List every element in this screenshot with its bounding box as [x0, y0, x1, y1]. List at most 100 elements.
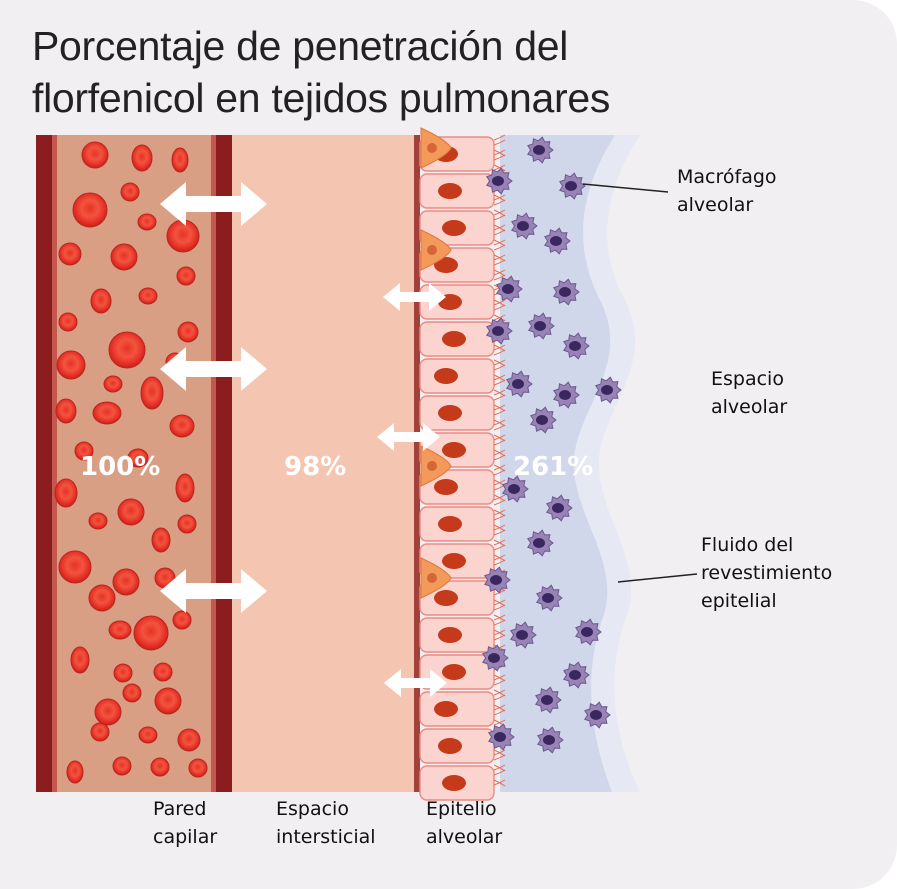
red-blood-cell — [172, 610, 192, 630]
macrophage-nucleus — [550, 236, 562, 246]
macrophage-nucleus — [569, 341, 581, 351]
capillary-wall-label: Pared capilar — [153, 795, 217, 851]
capillary-wall-right-inner — [211, 135, 216, 792]
red-blood-cell — [153, 662, 173, 682]
epithelial-nucleus — [438, 516, 462, 532]
interstitial-space-label-line-1: Espacio — [276, 798, 349, 820]
red-blood-cell — [58, 550, 92, 584]
red-blood-cell — [72, 192, 108, 228]
macrophage-nucleus — [492, 326, 504, 336]
epithelial-nucleus — [442, 442, 466, 458]
macrophage-nucleus — [565, 181, 577, 191]
macrophage-nucleus — [512, 379, 524, 389]
epithelial-nucleus — [438, 738, 462, 754]
diffusion-arrow — [377, 423, 440, 451]
macrophage-nucleus — [494, 732, 506, 742]
type-2-nucleus — [427, 143, 437, 153]
red-blood-cell — [66, 760, 84, 784]
fluid-leader-line — [617, 573, 698, 583]
red-blood-cell — [110, 243, 138, 271]
capillary-wall-label-line-1: Pared — [153, 798, 207, 820]
title-line-1: Porcentaje de penetración del — [32, 23, 569, 69]
red-blood-cell — [108, 620, 132, 640]
diffusion-arrow — [383, 283, 446, 311]
alveolar-macrophages — [482, 136, 622, 754]
red-blood-cell — [90, 288, 112, 314]
alveolar-epithelium-label-line-2: alveolar — [426, 826, 503, 848]
red-blood-cell — [74, 441, 94, 461]
epithelial-nucleus — [434, 368, 458, 384]
red-blood-cell — [108, 331, 146, 369]
macrophage-nucleus — [559, 287, 571, 297]
red-blood-cell — [58, 242, 82, 266]
capillary-percentage: 100% — [80, 452, 161, 482]
red-blood-cell — [175, 473, 195, 503]
macrophage-nucleus — [490, 575, 502, 585]
type-2-nucleus — [427, 573, 437, 583]
epithelial-nucleus — [434, 701, 458, 717]
red-blood-cell — [177, 514, 197, 534]
macrophage-nucleus — [492, 176, 504, 186]
red-blood-cell — [127, 448, 149, 468]
alveolar-epithelium — [419, 127, 495, 801]
epithelial-nucleus — [438, 627, 462, 643]
red-blood-cell — [88, 512, 108, 530]
epithelial-nucleus — [434, 257, 458, 273]
alveolar-space-label-line-1: Espacio — [711, 368, 784, 390]
interstitial-space-label: Espacio intersticial — [276, 795, 376, 851]
red-blood-cell — [70, 646, 90, 674]
type-2-nucleus — [427, 245, 437, 255]
macrophage-nucleus — [559, 390, 571, 400]
diagram-title: Porcentaje de penetración del florfenico… — [32, 20, 610, 124]
red-blood-cell — [140, 376, 164, 410]
macrophage-nucleus — [569, 670, 581, 680]
type-2-nucleus — [427, 461, 437, 471]
interstitial-percentage: 98% — [284, 452, 347, 482]
interstitial-space-label-line-2: intersticial — [276, 826, 376, 848]
macrophage-nucleus — [508, 484, 520, 494]
red-blood-cells — [54, 141, 208, 784]
red-blood-cell — [138, 287, 158, 305]
basement-membrane — [414, 135, 420, 792]
red-blood-cell — [120, 182, 140, 202]
red-blood-cell — [177, 728, 201, 752]
macrophage-nucleus — [516, 630, 528, 640]
diffusion-arrows — [160, 182, 447, 697]
macrophage-nucleus — [502, 284, 514, 294]
epithelial-nucleus — [438, 405, 462, 421]
red-blood-cell — [166, 219, 200, 253]
diffusion-arrow — [160, 347, 267, 391]
macrophage-nucleus — [488, 653, 500, 663]
macrophage-label-line-1: Macrófago — [677, 166, 777, 188]
epithelial-nucleus — [434, 479, 458, 495]
red-blood-cell — [177, 321, 199, 343]
macrophage-nucleus — [536, 415, 548, 425]
red-blood-cell — [138, 726, 158, 744]
macrophage-leader-line — [582, 183, 669, 193]
macrophage-label-line-2: alveolar — [677, 194, 754, 216]
red-blood-cell — [122, 683, 142, 703]
diffusion-arrow — [160, 569, 267, 613]
red-blood-cell — [154, 687, 182, 715]
red-blood-cell — [133, 615, 169, 651]
red-blood-cell — [56, 350, 86, 380]
red-blood-cell — [131, 144, 153, 172]
red-blood-cell — [188, 758, 208, 778]
macrophage-nucleus — [543, 735, 555, 745]
epithelial-nucleus — [442, 664, 466, 680]
capillary-wall-label-line-2: capilar — [153, 826, 218, 848]
red-blood-cell — [94, 698, 122, 726]
epithelial-nucleus — [434, 590, 458, 606]
macrophage-nucleus — [581, 627, 593, 637]
alveolar-space-label-line-2: alveolar — [711, 396, 788, 418]
macrophage-nucleus — [552, 503, 564, 513]
red-blood-cell — [58, 312, 78, 332]
title-line-2: florfenicol en tejidos pulmonares — [32, 75, 611, 121]
macrophage-nucleus — [517, 221, 529, 231]
red-blood-cell — [171, 147, 189, 173]
macrophage-nucleus — [542, 593, 554, 603]
red-blood-cell — [54, 478, 78, 508]
macrophage-nucleus — [534, 321, 546, 331]
